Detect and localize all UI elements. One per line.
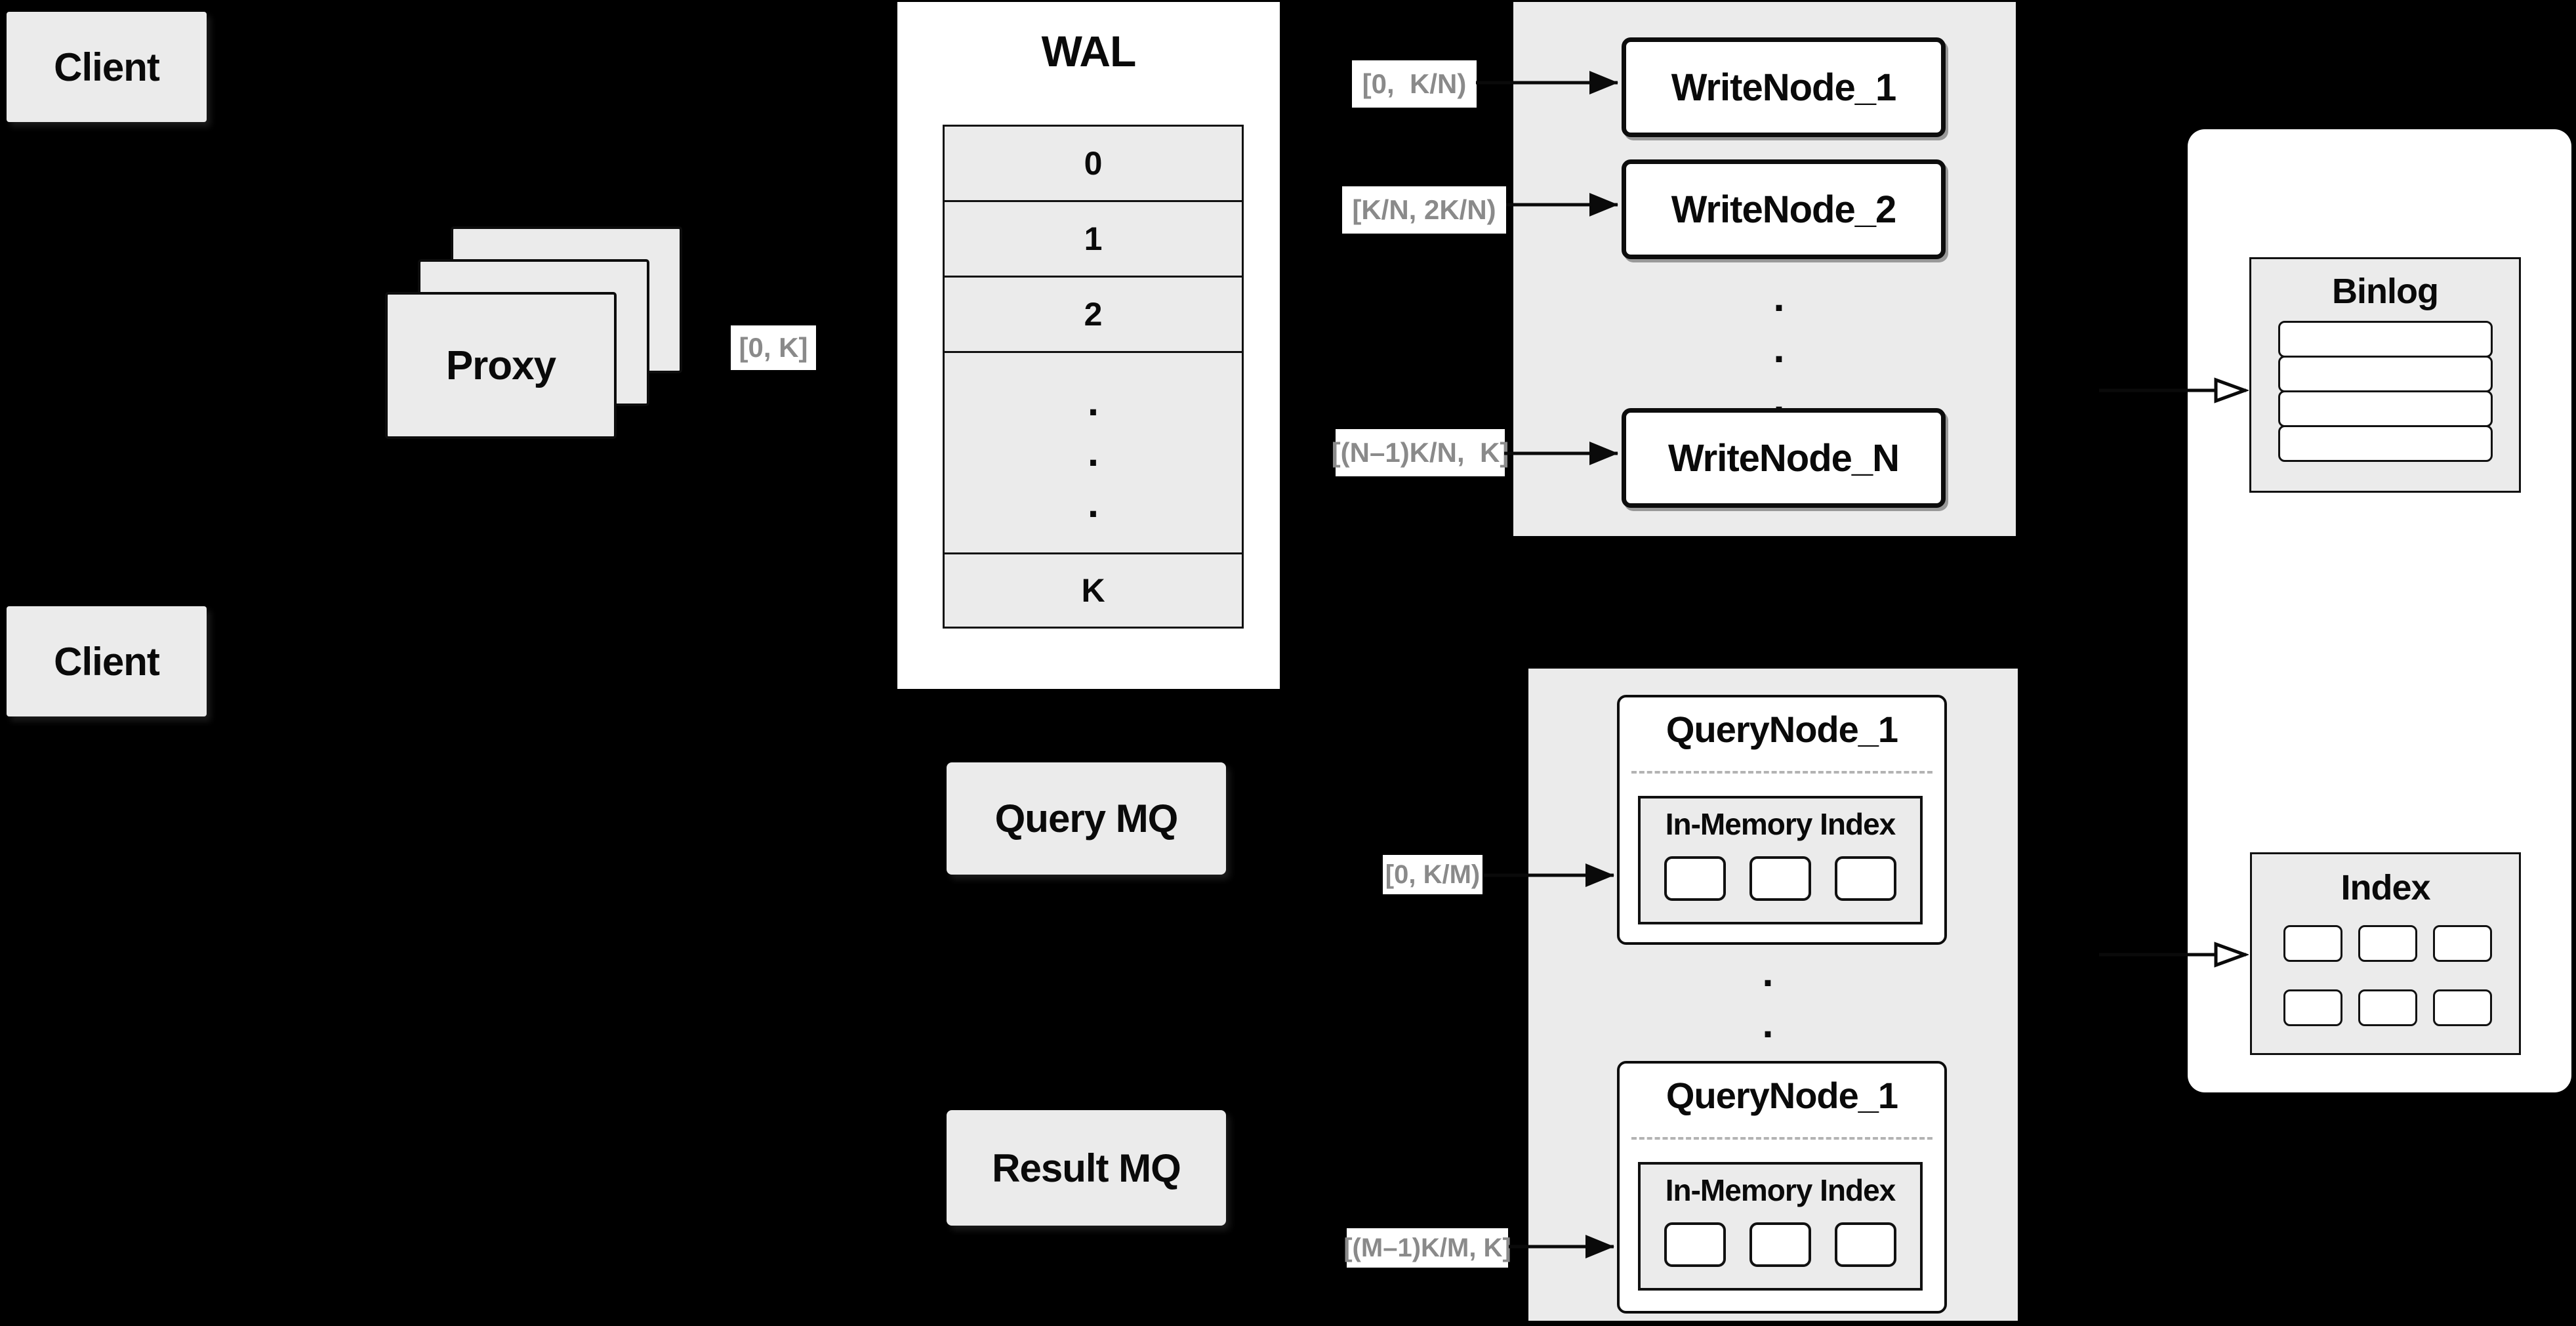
proxy-node: Proxy [385,292,617,439]
result-mq-label: Result MQ [992,1146,1181,1190]
index-cell [2358,925,2417,962]
index-segment [1749,1222,1811,1267]
client-node-bottom: Client [7,606,207,716]
flow-label-proxy-to-wal: [0, K] [731,325,816,370]
in-memory-index-2: In-Memory Index [1638,1162,1923,1291]
write-node-n: WriteNode_N [1622,408,1946,508]
wal-segment-0: 0 [945,127,1242,202]
query-mq-node: Query MQ [947,762,1226,875]
flow-label-write-2: [K/N, 2K/N) [1342,186,1506,234]
in-memory-index-2-title: In-Memory Index [1665,1173,1896,1207]
store-engine-panel: Store Engine Binlog Index [2188,129,2571,1092]
wal-title: WAL [1041,27,1137,75]
query-node-m-divider [1631,1137,1932,1140]
result-mq-node: Result MQ [947,1110,1226,1226]
index-segment [1835,1222,1896,1267]
write-node-2: WriteNode_2 [1622,159,1946,259]
flow-label-query-m: [(M–1)K/M, K] [1343,1228,1511,1268]
index-box: Index [2250,852,2521,1055]
binlog-row [2278,390,2493,427]
client-bottom-label: Client [54,639,160,684]
binlog-row [2278,321,2493,358]
query-node-1: QueryNode_1 In-Memory Index [1617,695,1947,945]
binlog-row [2278,356,2493,392]
in-memory-index-1-segments [1641,856,1920,901]
wal-panel: WAL 0 1 2 . . . K [897,2,1280,689]
wal-segment-table: 0 1 2 . . . K [943,125,1244,629]
binlog-box: Binlog [2249,257,2521,493]
query-node-1-title: QueryNode_1 [1666,709,1898,750]
wal-segment-1: 1 [945,202,1242,278]
in-memory-index-1: In-Memory Index [1638,796,1923,924]
write-node-ellipsis: . . . [1773,275,1785,422]
wal-segment-2: 2 [945,278,1242,353]
index-segment [1835,856,1896,901]
index-cell [2432,989,2492,1026]
index-cell [2283,925,2342,962]
client-top-label: Client [54,45,160,89]
index-title: Index [2341,868,2430,907]
wal-segment-k: K [1081,572,1105,609]
index-cell [2283,989,2342,1026]
flow-label-write-1: [0, K/N) [1352,60,1477,108]
index-cell [2432,925,2492,962]
proxy-label: Proxy [445,342,556,388]
flow-label-write-n: [(N–1)K/N, K] [1332,429,1509,476]
client-node-top: Client [7,12,207,122]
write-node-1: WriteNode_1 [1622,37,1946,137]
index-segment [1664,1222,1726,1267]
query-mq-label: Query MQ [994,797,1179,840]
index-cells [2283,925,2492,1026]
query-node-m-title: QueryNode_1 [1666,1075,1898,1116]
index-segment [1749,856,1811,901]
binlog-rows [2278,321,2493,462]
in-memory-index-2-segments [1641,1222,1920,1267]
binlog-title: Binlog [2332,272,2439,311]
index-segment [1664,856,1726,901]
index-cell [2358,989,2417,1026]
wal-segment-ellipsis: . . . [945,353,1242,554]
binlog-row [2278,425,2493,462]
query-node-m: QueryNode_1 In-Memory Index [1617,1061,1947,1314]
flow-label-query-1: [0, K/M) [1383,855,1482,894]
write-node-cluster: WriteNode_1 WriteNode_2 . . . WriteNode_… [1513,2,2016,536]
query-node-cluster: QueryNode_1 In-Memory Index . . . QueryN… [1528,669,2018,1321]
query-node-1-divider [1631,771,1932,774]
in-memory-index-1-title: In-Memory Index [1665,807,1896,841]
